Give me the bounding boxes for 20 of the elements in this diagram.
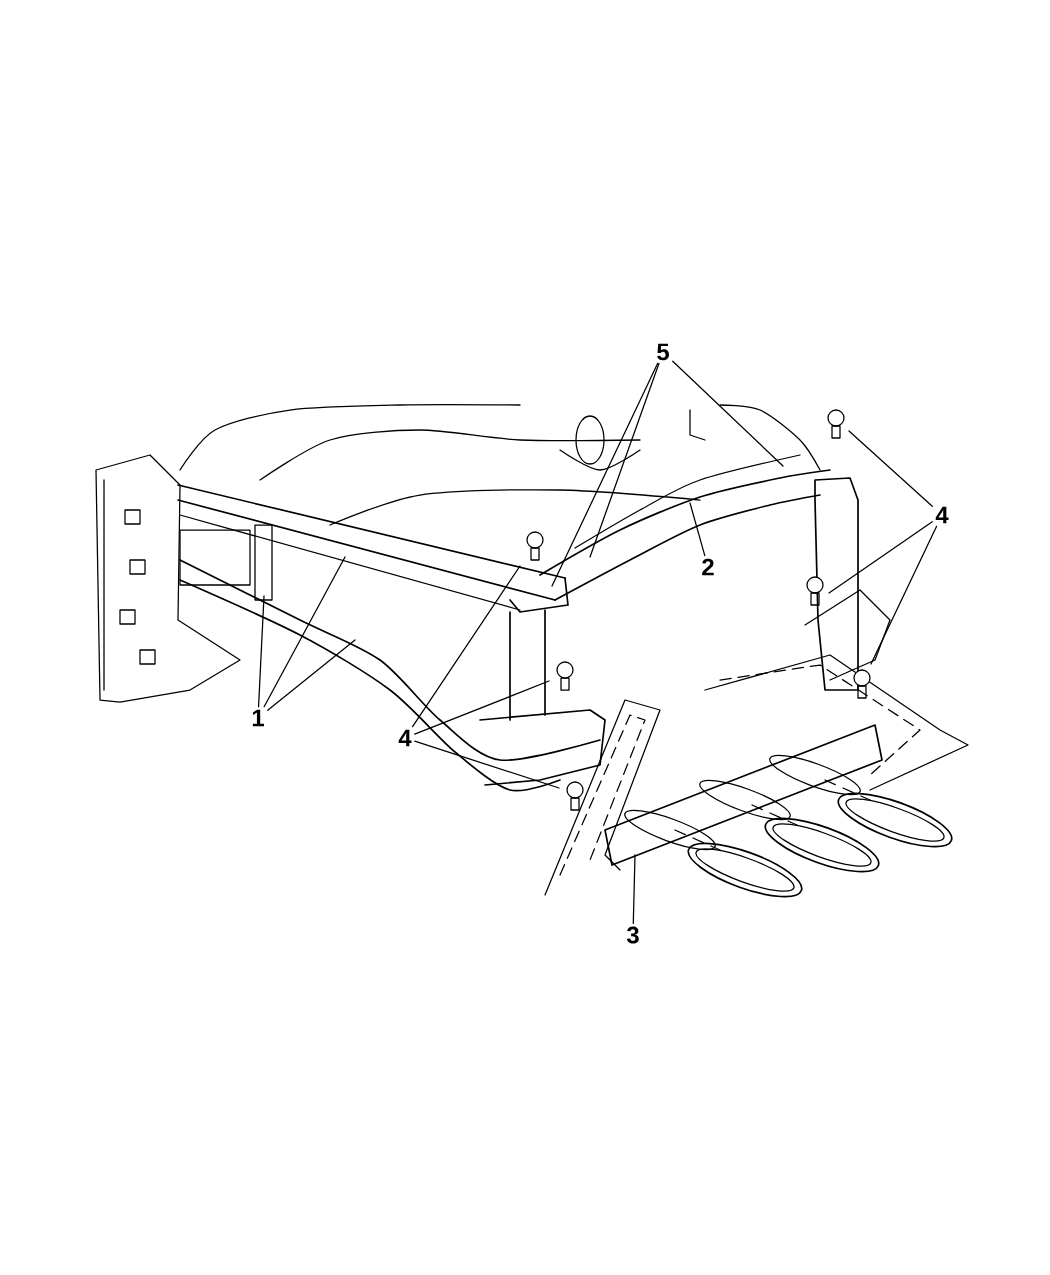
leader-line: [263, 556, 346, 708]
callout-number: 4: [398, 729, 412, 747]
leader-line: [257, 595, 265, 708]
leader-line: [870, 525, 938, 665]
leader-line: [414, 740, 560, 789]
callout-number: 4: [935, 506, 949, 524]
leader-line: [828, 521, 933, 594]
callout-number: 1: [252, 709, 264, 727]
leader-line: [632, 854, 636, 925]
leader-line: [589, 362, 660, 558]
leader-line: [414, 680, 550, 735]
leader-line: [267, 639, 356, 711]
leader-line: [551, 362, 659, 587]
callout-number: 5: [657, 343, 669, 361]
leader-line: [411, 565, 521, 728]
leader-line: [689, 502, 706, 557]
leader-line: [848, 430, 933, 507]
callout-number: 3: [626, 926, 639, 944]
leader-line: [672, 360, 784, 467]
callout-number: 2: [702, 558, 714, 576]
